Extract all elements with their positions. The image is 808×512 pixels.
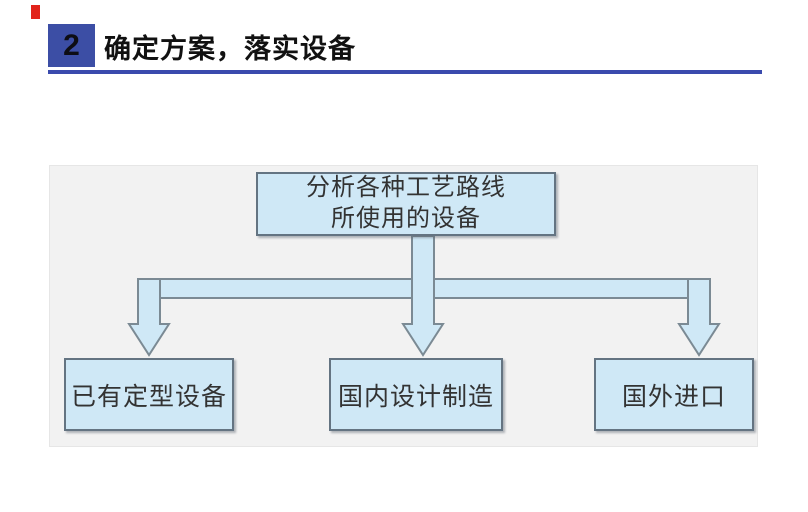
red-accent-bar	[31, 5, 40, 19]
section-number-badge: 2	[48, 24, 95, 67]
header-divider	[48, 70, 762, 74]
flow-branch-box-existing: 已有定型设备	[64, 358, 234, 431]
branch-label: 国内设计制造	[337, 383, 494, 411]
flow-root-box: 分析各种工艺路线 所使用的设备	[256, 172, 556, 236]
flow-branch-box-import: 国外进口	[594, 358, 754, 431]
arrow-down-right-icon	[677, 278, 721, 357]
root-box-line2: 所使用的设备	[331, 206, 481, 232]
root-box-line1: 分析各种工艺路线	[306, 175, 506, 201]
arrow-down-center-icon	[401, 235, 445, 357]
section-number: 2	[63, 28, 80, 62]
flowchart-panel: 分析各种工艺路线 所使用的设备 已有定型设备 国内设计制造 国外进口	[49, 165, 758, 447]
branch-label: 国外进口	[621, 383, 726, 411]
arrow-down-left-icon	[127, 278, 171, 357]
connector-arrows	[127, 235, 721, 357]
page-title: 确定方案，落实设备	[104, 33, 356, 64]
branch-label: 已有定型设备	[70, 383, 227, 411]
flow-branch-box-domestic: 国内设计制造	[329, 358, 503, 431]
